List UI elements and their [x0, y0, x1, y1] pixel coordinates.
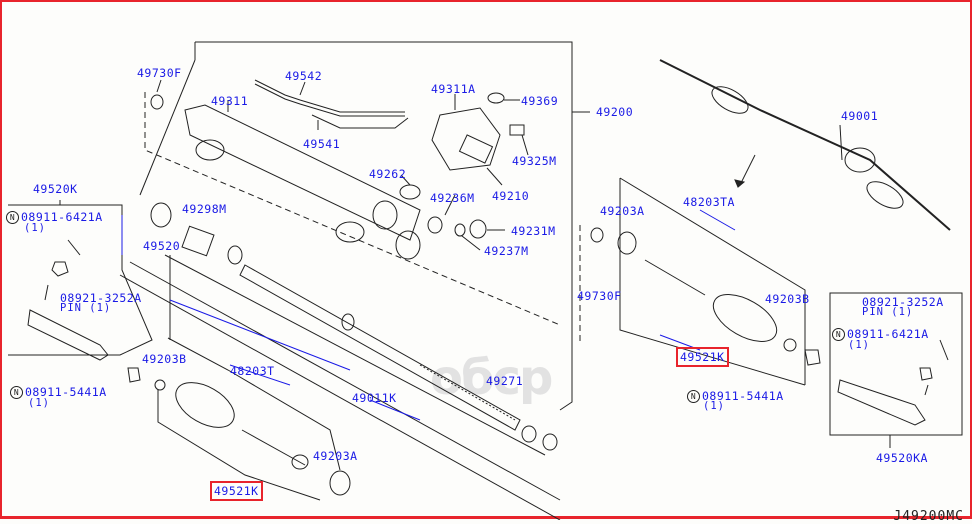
- part-label-49325M[interactable]: 49325M: [512, 154, 557, 168]
- part-label-08921-3252A-left[interactable]: 08921-3252A: [60, 291, 142, 305]
- part-label-49231M[interactable]: 49231M: [511, 224, 556, 238]
- part-label-49520K[interactable]: 49520K: [33, 182, 78, 196]
- complete-rack-assembly: [659, 59, 951, 231]
- part-label-49203B-left[interactable]: 49203B: [142, 352, 187, 366]
- new-part-n-icon: N: [10, 386, 23, 399]
- part-label-49237M[interactable]: 49237M: [484, 244, 529, 258]
- part-label-49001[interactable]: 49001: [841, 109, 879, 123]
- part-label-49203A-left[interactable]: 49203A: [313, 449, 358, 463]
- part-label-49203A-right[interactable]: 49203A: [600, 204, 645, 218]
- right-boot: [712, 294, 778, 342]
- left-tierod-box: [8, 204, 153, 356]
- part-label-49520[interactable]: 49520: [143, 239, 181, 253]
- part-label-49210[interactable]: 49210: [492, 189, 530, 203]
- quantity-note: (1): [848, 339, 870, 351]
- right-tierod-box: [829, 292, 963, 436]
- part-label-49262[interactable]: 49262: [369, 167, 407, 181]
- part-number: 08911-5441A: [25, 385, 107, 399]
- part-label-49369[interactable]: 49369: [521, 94, 559, 108]
- watermark: обср: [430, 350, 553, 406]
- part-label-48203T[interactable]: 48203T: [230, 364, 275, 378]
- part-label-49521K-right-highlighted[interactable]: 49521K: [676, 347, 729, 367]
- rack-housing: [184, 104, 421, 241]
- quantity-note: (1): [24, 222, 46, 234]
- part-number: 08911-6421A: [847, 327, 929, 341]
- part-label-49521K-left-highlighted[interactable]: 49521K: [210, 481, 263, 501]
- part-label-49730F[interactable]: 49730F: [137, 66, 182, 80]
- part-label-08921-3252A-right[interactable]: 08921-3252A: [862, 295, 944, 309]
- part-label-49203B-right[interactable]: 49203B: [765, 292, 810, 306]
- part-label-49520KA[interactable]: 49520KA: [876, 451, 928, 465]
- part-label-49200[interactable]: 49200: [596, 105, 634, 119]
- valve-body: [431, 107, 501, 171]
- new-part-n-icon: N: [832, 328, 845, 341]
- part-label-49011K[interactable]: 49011K: [352, 391, 397, 405]
- pipe-49541: [311, 114, 409, 129]
- part-label-49271[interactable]: 49271: [486, 374, 524, 388]
- part-label-49542[interactable]: 49542: [285, 69, 323, 83]
- quantity-note: (1): [703, 400, 725, 412]
- assembly-frame: [195, 41, 573, 411]
- part-label-49541[interactable]: 49541: [303, 137, 341, 151]
- part-number: 08911-6421A: [21, 210, 103, 224]
- new-part-n-icon: N: [6, 211, 19, 224]
- part-label-49236M[interactable]: 49236M: [430, 191, 475, 205]
- new-part-n-icon: N: [687, 390, 700, 403]
- part-label-49311A[interactable]: 49311A: [431, 82, 476, 96]
- part-label-49730F-right[interactable]: 49730F: [577, 289, 622, 303]
- part-label-49311[interactable]: 49311: [211, 94, 249, 108]
- pin-note: PIN (1): [60, 302, 112, 314]
- pipe-49542: [254, 79, 405, 113]
- left-tierod-end: [27, 309, 109, 361]
- pin-note: PIN (1): [862, 306, 914, 318]
- left-boot: [175, 382, 235, 428]
- rack-bar: [239, 264, 521, 431]
- part-label-48203TA[interactable]: 48203TA: [683, 195, 735, 209]
- drawing-code: J49200MC: [893, 509, 964, 524]
- part-label-49298M[interactable]: 49298M: [182, 202, 227, 216]
- quantity-note: (1): [28, 397, 50, 409]
- part-number: 08911-5441A: [702, 389, 784, 403]
- right-tierod-end: [837, 379, 926, 426]
